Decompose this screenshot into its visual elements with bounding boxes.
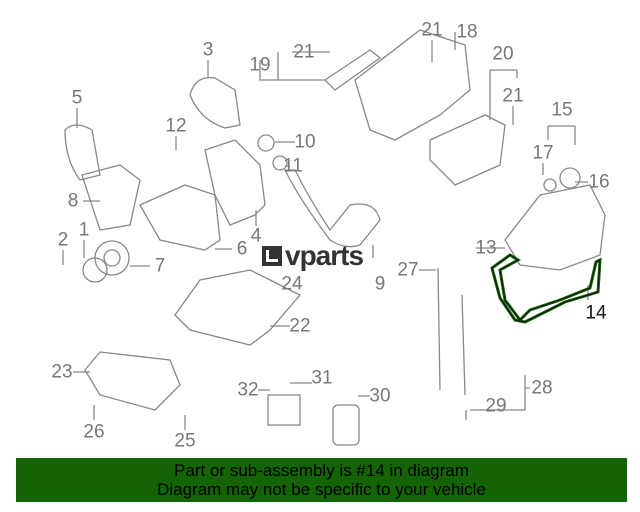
part-8-cover	[81, 164, 141, 231]
part-11-idler	[272, 155, 288, 171]
part-3-cover	[189, 76, 241, 129]
callout-21[interactable]: 21	[421, 19, 443, 41]
callout-31[interactable]: 31	[311, 367, 333, 389]
callout-4[interactable]: 4	[250, 225, 262, 247]
vparts-logo: vparts	[262, 240, 364, 271]
callout-1[interactable]: 1	[78, 219, 90, 241]
part-23-pan	[84, 351, 181, 411]
part-27-dipstick	[437, 267, 441, 391]
part-30-filter	[332, 404, 360, 446]
callout-7[interactable]: 7	[154, 255, 166, 277]
logo-mark-icon	[262, 246, 282, 266]
callout-25[interactable]: 25	[174, 430, 196, 452]
banner-line-1: Part or sub-assembly is #14 in diagram	[174, 461, 469, 480]
callout-8[interactable]: 8	[67, 190, 79, 212]
banner-line-2: Diagram may not be specific to your vehi…	[157, 480, 486, 499]
callout-20[interactable]: 20	[492, 43, 514, 65]
callout-29[interactable]: 29	[485, 395, 507, 417]
part-19-cover	[323, 49, 382, 91]
callout-13[interactable]: 13	[475, 237, 497, 259]
part-4-cover	[204, 139, 266, 226]
callout-17[interactable]: 17	[532, 142, 554, 164]
callout-21[interactable]: 21	[293, 41, 315, 63]
part-5-cover	[64, 124, 101, 181]
callout-30[interactable]: 30	[369, 385, 391, 407]
part-20-cover	[429, 114, 506, 186]
part-16-cap	[559, 167, 581, 189]
callout-12[interactable]: 12	[165, 115, 187, 137]
part-10-idler	[257, 134, 275, 152]
callout-14[interactable]: 14	[585, 302, 607, 324]
part-6-cover	[139, 184, 221, 251]
callout-27[interactable]: 27	[397, 259, 419, 281]
callout-32[interactable]: 32	[237, 379, 259, 401]
callout-6[interactable]: 6	[236, 238, 248, 260]
part-22-oil-pan	[174, 269, 302, 346]
part-18-cover	[354, 29, 471, 141]
callout-11[interactable]: 11	[283, 155, 303, 177]
callout-23[interactable]: 23	[51, 361, 73, 383]
part-17-seal	[543, 178, 557, 192]
callout-21[interactable]: 21	[502, 85, 524, 107]
callout-3[interactable]: 3	[202, 39, 214, 61]
part-31-filter-housing	[267, 394, 301, 426]
part-1-pulley	[82, 257, 108, 283]
callout-24[interactable]: 24	[281, 273, 303, 295]
callout-16[interactable]: 16	[588, 171, 610, 193]
callout-15[interactable]: 15	[551, 99, 573, 121]
callout-26[interactable]: 26	[83, 421, 105, 443]
callout-2[interactable]: 2	[57, 229, 69, 251]
callout-18[interactable]: 18	[456, 21, 478, 43]
logo-text: vparts	[285, 240, 364, 271]
callout-9[interactable]: 9	[374, 273, 386, 295]
callout-22[interactable]: 22	[289, 315, 311, 337]
callout-10[interactable]: 10	[294, 131, 316, 153]
callout-19[interactable]: 19	[249, 54, 271, 76]
callout-5[interactable]: 5	[71, 87, 83, 109]
info-banner: Part or sub-assembly is #14 in diagram D…	[16, 458, 627, 502]
callout-28[interactable]: 28	[531, 377, 553, 399]
part-28-tube	[461, 294, 466, 396]
part-9-belt	[283, 169, 381, 248]
part-13-valve-cover	[504, 184, 606, 271]
